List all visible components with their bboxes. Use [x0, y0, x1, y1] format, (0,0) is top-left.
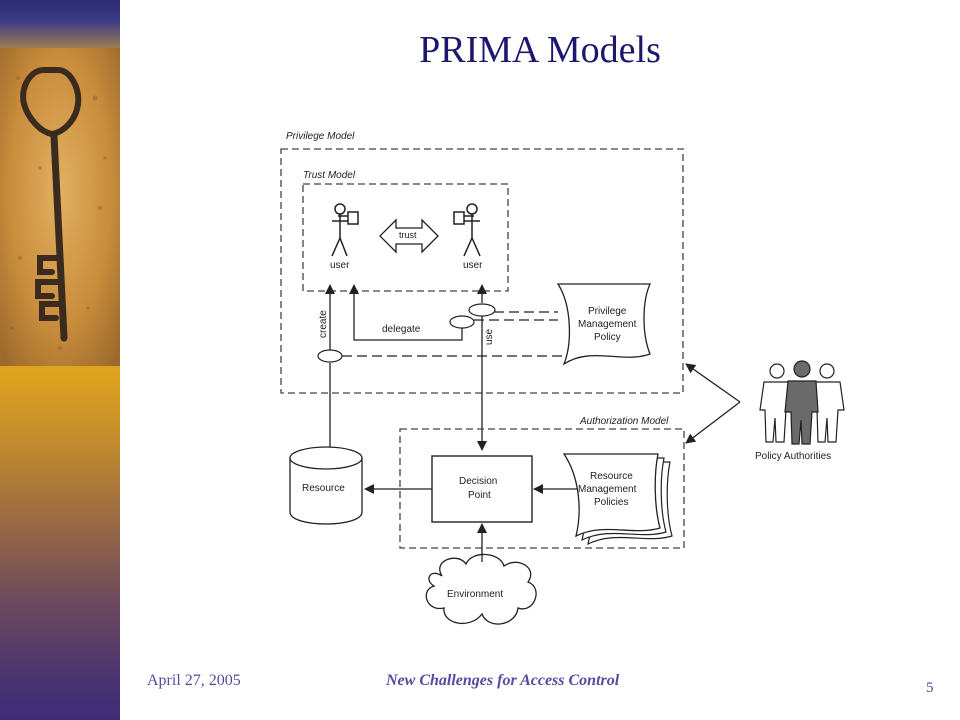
environment-cloud	[425, 553, 537, 625]
privilege-policy-line2: Management	[578, 319, 637, 330]
user-left-label: user	[330, 260, 350, 271]
resource-policies-line1: Resource	[590, 471, 633, 482]
decision-point-line1: Decision	[459, 476, 497, 487]
sidebar-strip	[0, 0, 120, 720]
delegate-node	[449, 315, 475, 329]
footer-date: April 27, 2005	[147, 672, 241, 689]
trust-arrow-icon	[379, 218, 439, 254]
use-node	[468, 303, 496, 317]
resource-policies-line3: Policies	[594, 497, 628, 508]
user-left-icon	[331, 203, 359, 257]
user-right-icon	[453, 203, 481, 257]
policy-authorities-label: Policy Authorities	[755, 451, 831, 462]
resource-policies-line2: Management	[578, 484, 637, 495]
user-right-label: user	[463, 260, 483, 271]
delegate-label: delegate	[382, 324, 421, 335]
trust-model-box	[302, 183, 509, 292]
create-label: create	[318, 310, 329, 338]
trust-label: trust	[399, 230, 417, 240]
create-node	[317, 349, 343, 363]
privilege-policy-doc	[556, 283, 651, 366]
key-icon	[20, 67, 82, 342]
page-number: 5	[926, 680, 934, 696]
slide-title: PRIMA Models	[419, 29, 661, 71]
privilege-policy-line1: Privilege	[588, 306, 627, 317]
environment-label: Environment	[447, 589, 503, 600]
privilege-policy-line3: Policy	[594, 332, 621, 343]
policy-authorities-icon	[759, 360, 845, 445]
decision-point-line2: Point	[468, 490, 491, 501]
authorization-model-box	[399, 428, 685, 549]
footer-title: New Challenges for Access Control	[386, 672, 620, 689]
prima-diagram: Privilege Model Trust Model user trust u…	[280, 131, 845, 625]
resource-cylinder	[289, 446, 363, 525]
use-label: use	[484, 328, 495, 345]
privilege-model-label: Privilege Model	[286, 131, 355, 142]
decision-point-box	[431, 455, 533, 523]
trust-model-label: Trust Model	[303, 170, 356, 181]
resource-policies-doc	[562, 453, 661, 538]
resource-label: Resource	[302, 483, 345, 494]
key-photo	[0, 48, 120, 366]
authorization-model-label: Authorization Model	[579, 416, 669, 427]
